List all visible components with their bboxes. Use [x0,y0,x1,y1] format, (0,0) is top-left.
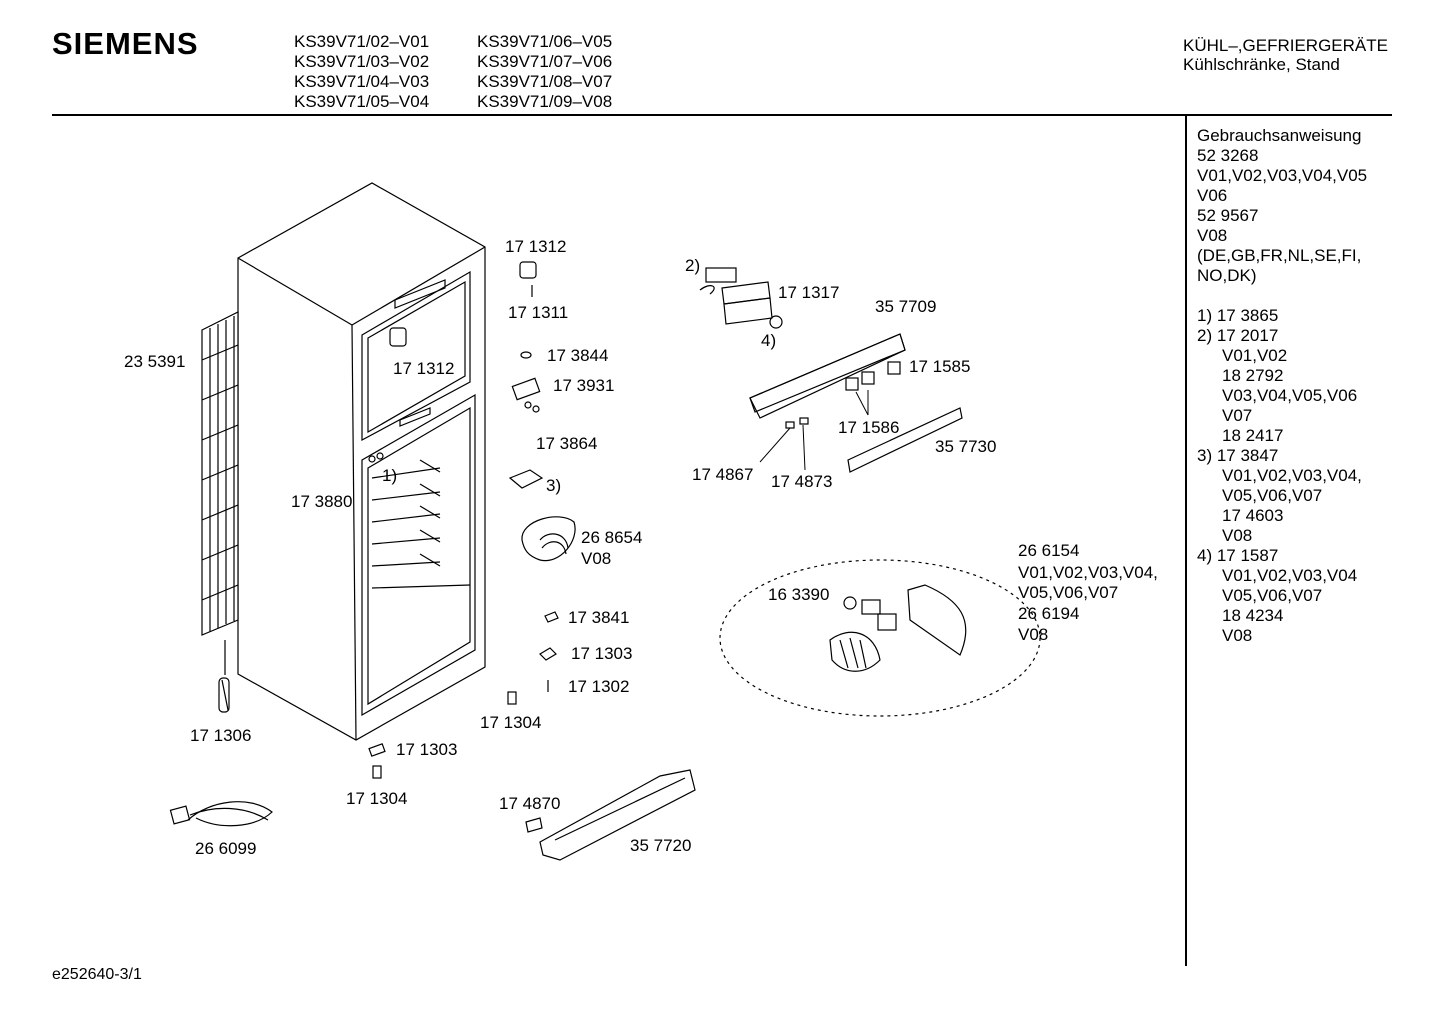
part-label: 17 1585 [909,357,971,376]
sidebar-line: NO,DK) [1197,266,1257,285]
footnote-line: V03,V04,V05,V06 [1222,386,1358,405]
part-label: 17 1586 [838,418,900,437]
model-number: KS39V71/06–V05 [477,32,613,51]
part-label: 17 4867 [692,465,754,484]
part-label: 17 3841 [568,608,630,627]
model-list-col1: KS39V71/02–V01 KS39V71/03–V02 KS39V71/04… [294,32,429,112]
footnote-line: V01,V02 [1222,346,1288,365]
reference-label: 1) [382,466,398,485]
model-number: KS39V71/08–V07 [477,72,613,91]
model-number: KS39V71/02–V01 [294,32,430,51]
footnote-line: 2) 17 2017 [1197,326,1279,345]
part-label: 17 1306 [190,726,252,745]
model-number: KS39V71/05–V04 [294,92,430,111]
hinge-parts [368,261,541,463]
footnote-line: V07 [1222,406,1253,425]
variant-label: V05,V06,V07 [1018,583,1119,602]
part-label: 26 6099 [195,839,257,858]
part-label: 16 3390 [768,585,830,604]
condenser-coil [201,311,239,636]
category-heading: KÜHL–,GEFRIERGERÄTE Kühlschränke, Stand [1183,36,1388,74]
variant-label: V01,V02,V03,V04, [1018,563,1158,582]
part-label: 23 5391 [124,352,186,371]
reference-label: 2) [685,256,701,275]
fridge-cabinet [237,182,486,741]
header-divider [52,114,1392,116]
model-number: KS39V71/04–V03 [294,72,430,91]
category-line2: Kühlschränke, Stand [1183,55,1340,74]
model-number: KS39V71/07–V06 [477,52,613,71]
part-label: 35 7730 [935,437,997,456]
document-code: e252640-3/1 [52,966,142,983]
footnote-line: V01,V02,V03,V04, [1222,466,1362,485]
variant-label: V08 [1018,625,1049,644]
part-label: 17 4870 [499,794,561,813]
part-label: 17 1303 [396,740,458,759]
sidebar-line: V01,V02,V03,V04,V05 [1197,166,1368,185]
part-label: 17 4873 [771,472,833,491]
small-parts [368,469,576,833]
lamp-assembly [719,559,1041,717]
model-number: KS39V71/09–V08 [477,92,613,111]
part-label: 35 7720 [630,836,692,855]
part-label: 17 1312 [393,359,455,378]
part-label: 17 1312 [505,237,567,256]
footnote-line: V05,V06,V07 [1222,486,1323,505]
footnote-line: V05,V06,V07 [1222,586,1323,605]
part-label: 17 1302 [568,677,630,696]
footnote-line: V01,V02,V03,V04 [1222,566,1358,585]
reference-label: 3) [546,476,562,495]
part-label: 17 3931 [553,376,615,395]
footnote-line: 17 4603 [1222,506,1284,525]
brand-logo: SIEMENS [52,26,199,61]
part-label: 17 1311 [508,303,569,322]
part-label: 17 3844 [547,346,609,365]
part-label: 17 3880 [291,492,353,511]
sidebar-line: (DE,GB,FR,NL,SE,FI, [1197,246,1362,265]
sidebar-notes: Gebrauchsanweisung 52 3268 V01,V02,V03,V… [1197,126,1368,645]
power-cord [169,801,273,827]
sidebar-line: V06 [1197,186,1228,205]
part-label: 17 1303 [571,644,633,663]
part-label: 17 1317 [778,283,840,302]
sidebar-line: Gebrauchsanweisung [1197,126,1362,145]
part-label: 17 3864 [536,434,598,453]
footnote-line: 1) 17 3865 [1197,306,1279,325]
part-label: 17 1304 [346,789,408,808]
footnote-line: 18 2417 [1222,426,1284,445]
footnote-line: 3) 17 3847 [1197,446,1279,465]
drain-tube [218,640,230,713]
part-label: 26 6194 [1018,604,1080,623]
sidebar-line: 52 9567 [1197,206,1259,225]
part-label: 26 8654 [581,528,643,547]
part-label: 17 1304 [480,713,542,732]
exploded-view-drawing [169,182,1041,861]
sidebar-line: 52 3268 [1197,146,1259,165]
part-label: 26 6154 [1018,541,1080,560]
reference-label: 4) [761,331,777,350]
sidebar-gap [1197,286,1367,306]
leader-lines [531,285,869,471]
part-label: 35 7709 [875,297,937,316]
footnote-line: 18 2792 [1222,366,1284,385]
control-panel [699,267,963,473]
footnote-line: 4) 17 1587 [1197,546,1279,565]
variant-label: V08 [581,549,612,568]
footnote-line: 18 4234 [1222,606,1284,625]
category-line1: KÜHL–,GEFRIERGERÄTE [1183,36,1388,55]
model-number: KS39V71/03–V02 [294,52,430,71]
bottom-trim [539,769,696,861]
sidebar-divider [1185,116,1187,966]
footnote-line: V08 [1222,626,1253,645]
sidebar-line: V08 [1197,226,1228,245]
model-list-col2: KS39V71/06–V05 KS39V71/07–V06 KS39V71/08… [477,32,612,112]
footnote-line: V08 [1222,526,1253,545]
